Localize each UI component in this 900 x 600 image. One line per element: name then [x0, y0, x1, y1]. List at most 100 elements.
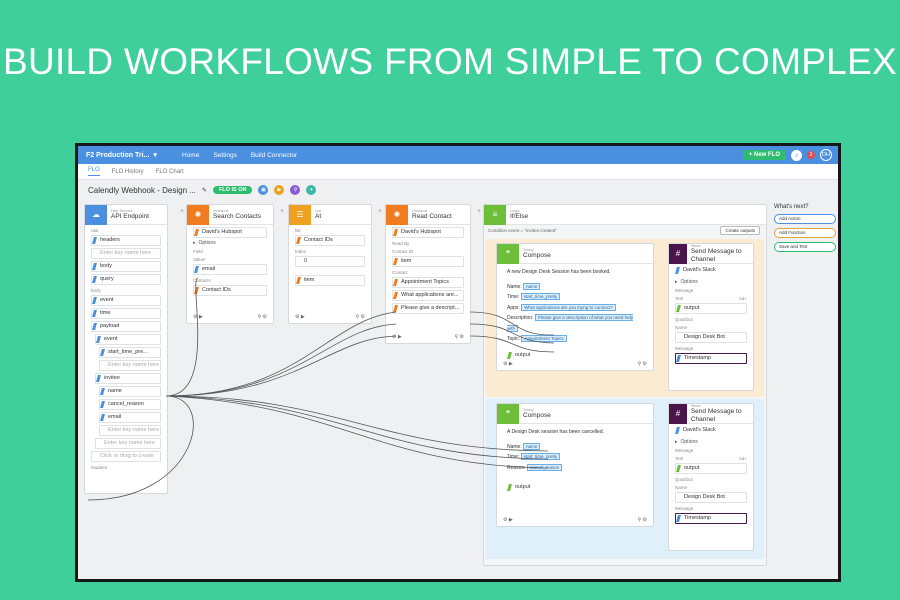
screenshot-frame: F2 Production Tri...▾ Home Settings Buil…	[75, 143, 841, 582]
search-icon[interactable]: ⚲ ⚙	[637, 517, 647, 523]
compose-line: Name: name	[507, 442, 643, 453]
nav-build-connector[interactable]: Build Connector	[250, 151, 298, 159]
field-query[interactable]: query	[91, 274, 161, 285]
account-select[interactable]: David's Slack	[675, 426, 747, 437]
card-service: Slack	[690, 242, 701, 248]
flo-status-toggle[interactable]: FLO IS ON	[212, 186, 253, 194]
gear-icon[interactable]: ⚙ ▶	[295, 314, 305, 320]
gear-icon[interactable]: ⚙ ▶	[503, 517, 513, 523]
field-payload-event[interactable]: event	[95, 334, 161, 345]
search-icon[interactable]: ⚲ ⚙	[637, 361, 647, 367]
add-step-plus-icon[interactable]: +	[180, 208, 185, 215]
add-function-button[interactable]: Add Function	[774, 228, 836, 238]
edit-icon[interactable]: ✎	[201, 187, 207, 194]
search-icon[interactable]: ⚲ ⚙	[355, 314, 365, 320]
value-field[interactable]: email	[193, 264, 267, 275]
index-label: Index	[295, 249, 307, 254]
field-time[interactable]: time	[91, 308, 161, 319]
text-field[interactable]: output	[675, 463, 747, 474]
bot-name-field[interactable]: Design Desk Bot	[675, 492, 747, 503]
drag-create[interactable]: Click or drag to create	[91, 451, 161, 462]
output-row[interactable]: What applications are...	[392, 290, 464, 301]
text-label: Text Aa+	[675, 456, 747, 461]
compose-line: Name: name	[507, 282, 643, 293]
bot-name-field[interactable]: Design Desk Bot	[675, 332, 747, 343]
timestamp-output[interactable]: Timestamp	[675, 353, 747, 364]
tab-flo-history[interactable]: FLO History	[111, 168, 144, 175]
field-email[interactable]: email	[99, 412, 161, 423]
compose-body[interactable]: A new Design Desk Session has been booke…	[507, 268, 643, 345]
bell-icon[interactable]: ♪	[791, 149, 802, 161]
key-input[interactable]: Enter key name here	[99, 360, 161, 371]
variable-tag: What applications are you trying to conn…	[521, 303, 616, 311]
nav-home[interactable]: Home	[182, 151, 200, 159]
tab-flo-chart[interactable]: FLO Chart	[155, 168, 184, 175]
flo-title[interactable]: Calendly Webhook - Design ...	[88, 185, 196, 195]
options-toggle[interactable]: ▸Options	[675, 439, 747, 445]
list-field[interactable]: Contact IDs	[295, 235, 365, 246]
zoom-icon[interactable]: ⚲	[290, 185, 301, 195]
gear-icon[interactable]: ⚙ ▶	[503, 361, 513, 367]
text-field[interactable]: output	[675, 303, 747, 314]
field-start-time[interactable]: start_time_pre...	[99, 347, 161, 358]
key-input[interactable]: Enter key name here	[99, 425, 161, 436]
search-icon[interactable]: ⚲ ⚙	[257, 314, 267, 320]
card-title: Send Message to Channel	[690, 248, 742, 263]
avatar[interactable]: DH	[820, 149, 832, 161]
index-field[interactable]: 0	[295, 256, 365, 267]
chevron-icon: ▸	[675, 439, 678, 445]
field-name[interactable]: name	[99, 386, 161, 397]
item-output[interactable]: item	[295, 275, 365, 286]
add-step-plus-icon[interactable]: +	[280, 208, 285, 215]
line-label: Description:	[507, 315, 534, 321]
account-select[interactable]: David's Hubspot	[193, 227, 267, 238]
save-icon[interactable]: ▣	[258, 185, 269, 195]
add-action-button[interactable]: Add Action	[774, 214, 836, 224]
create-outputs-button[interactable]: Create outputs	[720, 226, 760, 235]
tab-flo[interactable]: FLO	[88, 167, 100, 176]
field-payload[interactable]: payload	[91, 321, 161, 332]
field-event[interactable]: event	[91, 295, 161, 306]
contact-id-field[interactable]: item	[392, 256, 464, 267]
share-icon[interactable]: ✦	[306, 185, 317, 195]
timestamp-output[interactable]: Timestamp	[675, 513, 747, 524]
options-toggle[interactable]: ▸Options	[193, 240, 267, 246]
new-flo-button[interactable]: + New FLO	[742, 150, 786, 160]
project-selector[interactable]: F2 Production Tri...▾	[78, 151, 168, 160]
gear-icon[interactable]: ⚙ ▶	[392, 334, 402, 340]
add-step-plus-icon[interactable]: +	[378, 208, 383, 215]
play-icon[interactable]: ▶	[274, 185, 285, 195]
compose-output[interactable]: output	[507, 483, 557, 494]
output-row[interactable]: Appointment Topics	[392, 277, 464, 288]
options-toggle[interactable]: ▸Options	[675, 279, 747, 285]
field-headers[interactable]: headers	[91, 235, 161, 246]
compose-output[interactable]: output	[507, 350, 557, 362]
compose-body[interactable]: A Design Desk session has been cancelled…	[507, 428, 643, 473]
field-invitee[interactable]: invitee	[95, 373, 161, 384]
section-label: Quickbot	[675, 477, 693, 482]
account-select[interactable]: David's Hubspot	[392, 227, 464, 238]
account-select[interactable]: David's Slack	[675, 266, 747, 277]
field-body[interactable]: body	[91, 261, 161, 272]
save-and-test-button[interactable]: Save and Test	[774, 242, 836, 252]
output-row[interactable]: Please give a descript...	[392, 303, 464, 314]
field-cancel-reason[interactable]: cancel_reason	[99, 399, 161, 410]
key-input[interactable]: Enter key name here	[91, 248, 161, 259]
contact-ids-output[interactable]: Contact IDs	[193, 285, 267, 296]
add-step-plus-icon[interactable]: +	[477, 208, 482, 215]
gear-icon[interactable]: ⚙ ▶	[193, 314, 203, 320]
nav-settings[interactable]: Settings	[213, 151, 237, 159]
search-icon[interactable]: ⚲ ⚙	[454, 334, 464, 340]
section-label: Message	[675, 506, 694, 511]
key-input[interactable]: Enter key name here	[95, 438, 161, 449]
